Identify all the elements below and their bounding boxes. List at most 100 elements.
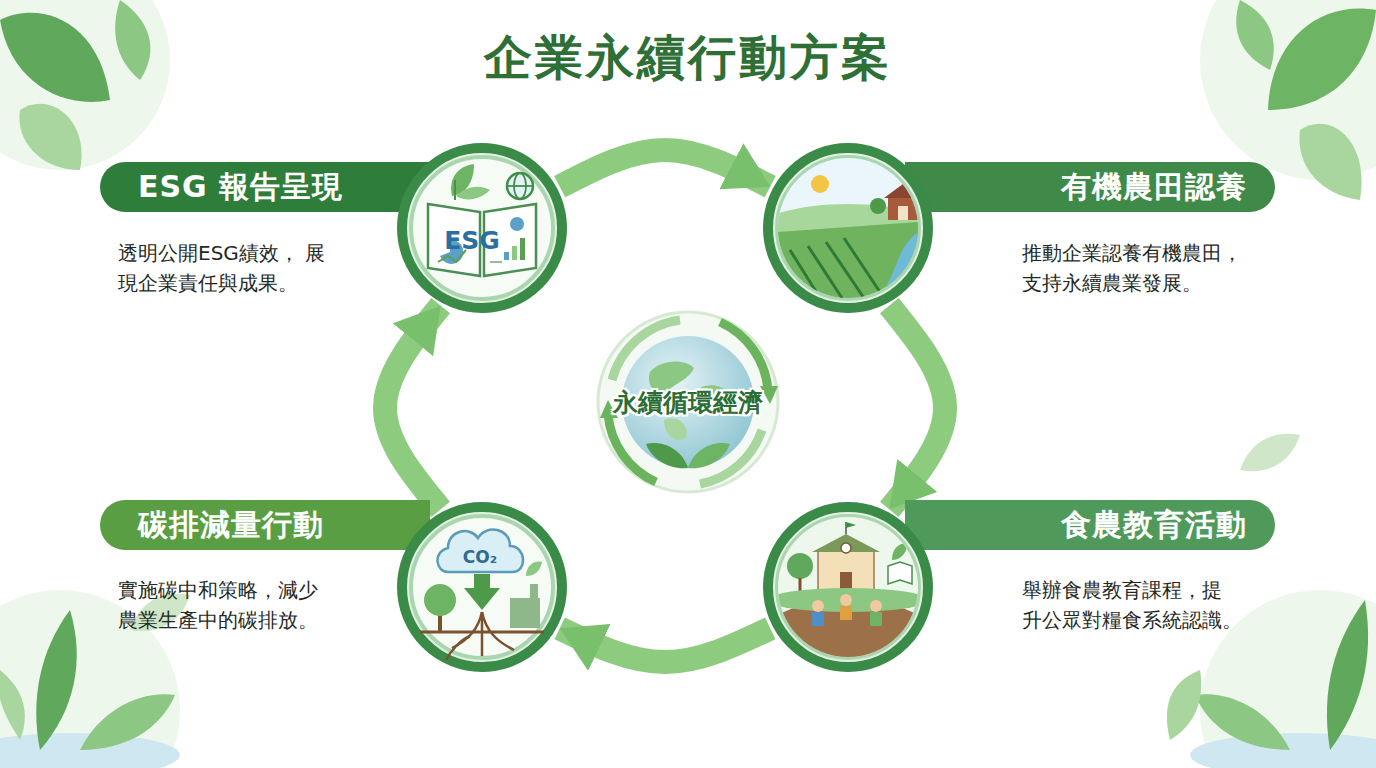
circular-economy-globe-part (760, 386, 778, 404)
node-heading: 碳排減量行動 (138, 505, 324, 546)
food-education-icon-part (841, 543, 851, 553)
food-education-icon-part (870, 612, 882, 626)
circular-economy-globe-part (700, 385, 736, 411)
carbon-reduction-icon-part (437, 530, 523, 572)
circular-economy-globe-part (664, 418, 687, 440)
carbon-reduction-icon-part (420, 631, 544, 634)
icon-label: CO₂ (463, 547, 497, 567)
organic-farm-icon-part (758, 204, 938, 256)
esg-report-icon-part (507, 185, 533, 187)
circular-economy-globe-part (646, 443, 688, 468)
corner-leaves-part (1167, 670, 1201, 740)
food-education-icon-part (870, 600, 882, 612)
food-education-icon-part (888, 562, 912, 584)
carbon-reduction-icon-part (530, 584, 538, 600)
corner-leaves-part (36, 610, 77, 750)
carbon-reduction-icon-part (510, 598, 540, 628)
food-education-icon-part (840, 572, 852, 590)
circle-outline (763, 143, 933, 313)
circular-economy-globe-part (612, 320, 680, 380)
circle-inner (777, 516, 919, 658)
organic-farm-icon-part-part (808, 246, 842, 298)
cycle-arrow (385, 306, 441, 510)
center-circle-node: 永續循環經濟 (596, 310, 780, 494)
esg-report-icon-part (504, 252, 509, 260)
node-heading: ESG 報告呈現 (138, 167, 343, 208)
carbon-reduction-icon-part (526, 562, 542, 576)
organic-farm-icon-part (811, 175, 829, 193)
organic-farm-icon-part (884, 184, 922, 198)
esg-report-icon-part (456, 187, 490, 200)
icon-circle-node: 食農教育活動舉辦食農教育課程，提 升公眾對糧食系統認識。 (763, 502, 933, 672)
food-education-icon-part (799, 578, 802, 592)
organic-farm-icon-part (878, 232, 918, 300)
organic-farm-icon (758, 158, 938, 300)
icon-circle-node: 碳排減量行動實施碳中和策略，減少 農業生產中的碳排放。 (397, 502, 567, 672)
food-education-icon-part (840, 606, 852, 620)
organic-farm-icon-part (888, 196, 918, 220)
node-description: 透明公開ESG績效， 展現企業責任與成果。 (118, 238, 333, 298)
esg-report-icon-part (520, 238, 525, 260)
cycle-arrow (560, 150, 771, 187)
circle-ring (402, 507, 562, 667)
corner-leaves-part (0, 670, 25, 740)
esg-report-icon-part (490, 261, 502, 263)
food-education-icon-part (818, 550, 874, 590)
cycle-arrow (889, 306, 945, 510)
circular-economy-globe-part (622, 336, 754, 468)
carbon-reduction-icon (420, 530, 544, 660)
node-description: 舉辦食農教育課程，提 升公眾對糧食系統認識。 (1022, 575, 1244, 635)
esg-report-icon-part (454, 180, 456, 200)
food-education-icon-part (846, 522, 856, 528)
circle-inner (411, 516, 553, 658)
organic-farm-icon-part-part (790, 250, 820, 298)
circular-economy-globe-part (608, 414, 656, 482)
circle-inner (411, 157, 553, 299)
circle-inner (777, 157, 919, 299)
food-education-icon-part (812, 612, 824, 626)
corner-leaves-part (1195, 694, 1290, 750)
organic-farm-icon-part (898, 206, 908, 220)
organic-farm-icon-part (778, 222, 918, 300)
carbon-reduction-icon-part (464, 588, 500, 610)
food-education-icon (768, 517, 928, 660)
heading-band: ESG 報告呈現 (100, 162, 430, 212)
organic-farm-icon-part-part (826, 242, 864, 298)
food-education-icon-part (892, 544, 908, 560)
esg-report-icon-part (512, 246, 517, 260)
carbon-reduction-icon-part-part (482, 612, 514, 650)
food-education-icon-part (778, 517, 918, 657)
circular-economy-globe (600, 320, 778, 484)
circular-economy-globe-part (600, 400, 618, 418)
corner-leaves-part (115, 0, 150, 80)
carbon-reduction-icon-part (474, 574, 490, 590)
food-education-icon-part (840, 594, 852, 606)
food-education-icon-part (812, 534, 880, 552)
diagram-title: 企業永續行動方案 (0, 26, 1376, 90)
esg-report-icon-part (451, 164, 474, 196)
carbon-reduction-icon-part (424, 584, 456, 616)
corner-leaves-part (80, 694, 175, 750)
esg-report-icon (428, 164, 536, 276)
cycle-arrow (560, 628, 771, 662)
node-description: 實施碳中和策略，減少 農業生產中的碳排放。 (118, 575, 333, 635)
corner-leaves-part (1299, 124, 1361, 200)
heading-band: 有機農田認養 (905, 162, 1275, 212)
food-education-icon-part (787, 553, 813, 579)
organic-farm-icon-part (790, 238, 884, 298)
corner-leaves-part (19, 104, 81, 170)
circular-economy-globe-part (649, 362, 694, 396)
carbon-reduction-icon-part (438, 612, 442, 632)
carbon-reduction-icon-part-part (481, 612, 484, 656)
organic-farm-icon-part (870, 198, 886, 214)
corner-leaves-part (0, 0, 170, 170)
carbon-reduction-icon-part-part (452, 612, 482, 648)
food-education-icon-part (845, 522, 847, 534)
center-label: 永續循環經濟 (596, 386, 780, 419)
circular-economy-globe-part (700, 430, 762, 484)
food-education-icon-part (812, 600, 824, 612)
